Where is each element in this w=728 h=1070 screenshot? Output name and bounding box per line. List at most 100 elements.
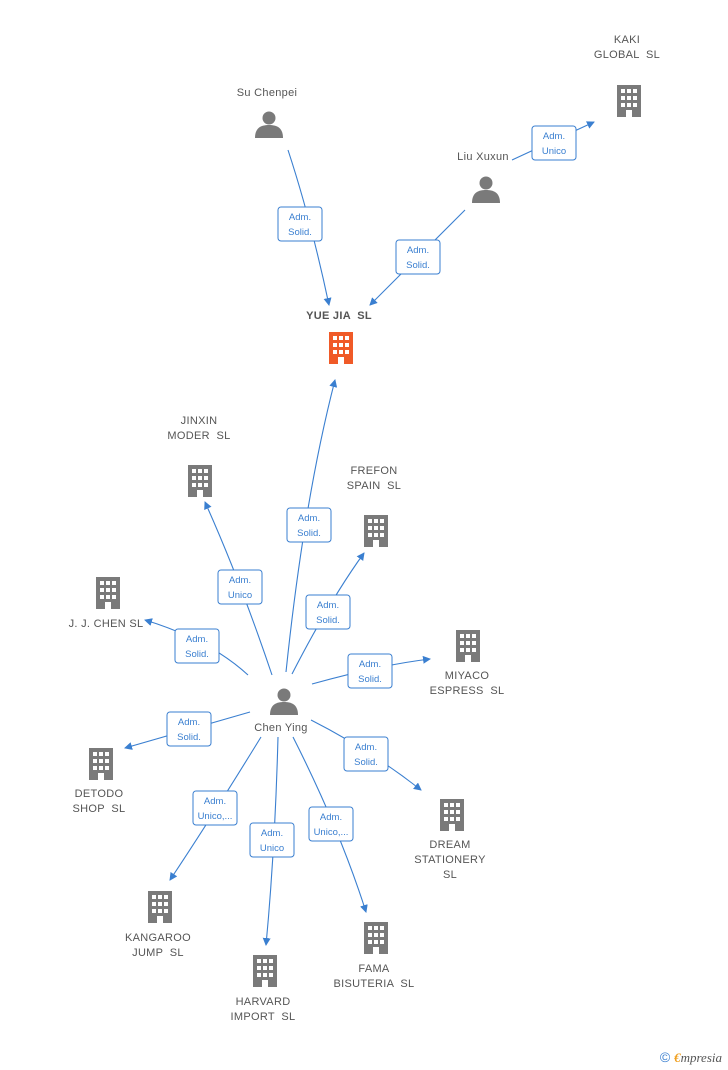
- edge-label-box[interactable]: [217, 569, 263, 605]
- edge-label-text: Unico,...: [314, 827, 349, 838]
- node-label[interactable]: IMPORT SL: [231, 1011, 296, 1023]
- edge-label-box[interactable]: [305, 594, 351, 630]
- node-label[interactable]: YUE JIA SL: [306, 310, 372, 322]
- person-node-chen[interactable]: Chen Ying: [254, 688, 307, 735]
- node-label[interactable]: DREAM: [429, 839, 470, 851]
- edge-label-text: Adm.: [261, 828, 283, 839]
- company-node-harvard[interactable]: HARVARD IMPORT SL: [231, 955, 296, 1023]
- person-icon[interactable]: [270, 688, 298, 716]
- company-node-jjchen[interactable]: J. J. CHEN SL: [69, 577, 144, 630]
- person-node-liu[interactable]: Liu Xuxun: [457, 151, 509, 203]
- edge-label-box[interactable]: [166, 711, 212, 747]
- edge-label-box[interactable]: [286, 507, 332, 543]
- building-icon[interactable]: [456, 630, 480, 662]
- company-node-frefon[interactable]: FREFON SPAIN SL: [347, 465, 401, 547]
- edge-label-text: Adm.: [178, 717, 200, 728]
- building-icon[interactable]: [96, 577, 120, 609]
- edge-label-text: Adm.: [289, 212, 311, 223]
- building-icon[interactable]: [148, 891, 172, 923]
- edge-chen-kangaroo: Adm. Unico,...: [169, 736, 262, 881]
- node-label[interactable]: Chen Ying: [254, 722, 307, 734]
- node-label[interactable]: STATIONERY: [414, 854, 486, 866]
- node-label[interactable]: GLOBAL SL: [594, 49, 660, 61]
- node-label[interactable]: MODER SL: [167, 430, 230, 442]
- node-label[interactable]: JUMP SL: [132, 947, 184, 959]
- node-label[interactable]: SL: [443, 869, 457, 881]
- node-label[interactable]: J. J. CHEN SL: [69, 618, 144, 630]
- node-label[interactable]: FREFON: [350, 465, 397, 477]
- node-label[interactable]: HARVARD: [236, 996, 291, 1008]
- building-icon[interactable]: [617, 85, 641, 117]
- edge-label-box[interactable]: [174, 628, 220, 664]
- edge-chen-harvard: Adm. Unico: [249, 736, 295, 946]
- edge-label-text: Adm.: [298, 513, 320, 524]
- building-icon[interactable]: [253, 955, 277, 987]
- edge-label-text: Solid.: [177, 732, 201, 743]
- node-label[interactable]: DETODO: [75, 788, 124, 800]
- edge-label-text: Adm.: [317, 600, 339, 611]
- person-icon[interactable]: [255, 111, 283, 139]
- edge-label-text: Solid.: [354, 757, 378, 768]
- edge-chen-detodo: Adm. Solid.: [124, 711, 251, 750]
- company-node-jinxin[interactable]: JINXIN MODER SL: [167, 415, 230, 497]
- edge-chen-frefon: Adm.Solid.: [291, 552, 365, 675]
- node-label[interactable]: Su Chenpei: [237, 87, 298, 99]
- edge-label-text: Unico: [228, 590, 252, 601]
- company-node-miyaco[interactable]: MIYACO ESPRESS SL: [430, 630, 505, 697]
- edge-chen-jinxin: Adm.Unico: [204, 501, 273, 676]
- copyright-icon: ©: [659, 1049, 671, 1065]
- person-node-su[interactable]: Su Chenpei: [237, 87, 298, 138]
- node-label[interactable]: Liu Xuxun: [457, 151, 509, 163]
- edge-label-text: Adm.: [355, 742, 377, 753]
- edge-label-text: Unico: [260, 843, 284, 854]
- edge-label-text: Solid.: [406, 260, 430, 271]
- node-label[interactable]: JINXIN: [181, 415, 218, 427]
- edge-label-box[interactable]: [192, 790, 238, 826]
- building-icon[interactable]: [440, 799, 464, 831]
- edge-label-box[interactable]: [395, 239, 441, 275]
- edge-chen-miyaco: Adm. Solid.: [311, 653, 431, 689]
- company-node-dream[interactable]: DREAM STATIONERY SL: [414, 799, 486, 881]
- node-label[interactable]: KANGAROO: [125, 932, 191, 944]
- building-icon[interactable]: [329, 332, 353, 364]
- edge-label-text: Unico,...: [198, 811, 233, 822]
- edge-label-text: Adm.: [204, 796, 226, 807]
- edge-label-text: Solid.: [185, 649, 209, 660]
- edge-liu-yue: Adm.Solid.: [369, 209, 466, 306]
- node-label[interactable]: SHOP SL: [73, 803, 126, 815]
- edge-liu-kaki: Adm. Unico: [511, 121, 595, 161]
- node-label[interactable]: SPAIN SL: [347, 480, 401, 492]
- edge-label-text: Solid.: [358, 674, 382, 685]
- person-icon[interactable]: [472, 176, 500, 204]
- edge-label-box[interactable]: [308, 806, 354, 842]
- edge-label-text: Adm.: [320, 812, 342, 823]
- company-node-yue[interactable]: YUE JIA SL: [306, 310, 372, 364]
- edge-label-text: Unico: [542, 146, 566, 157]
- company-node-fama[interactable]: FAMA BISUTERIA SL: [334, 922, 415, 990]
- edge-label-box[interactable]: [343, 736, 389, 772]
- edge-label-box[interactable]: [249, 822, 295, 858]
- node-label[interactable]: MIYACO: [445, 670, 490, 682]
- brand-logo: €mpresia: [674, 1050, 722, 1065]
- edge-label-box[interactable]: [347, 653, 393, 689]
- edge-chen-dream: Adm. Solid.: [310, 719, 422, 791]
- edge-label-text: Solid.: [288, 227, 312, 238]
- building-icon[interactable]: [89, 748, 113, 780]
- node-label[interactable]: ESPRESS SL: [430, 685, 505, 697]
- building-icon[interactable]: [188, 465, 212, 497]
- node-label[interactable]: FAMA: [358, 963, 390, 975]
- edge-label-text: Adm.: [543, 131, 565, 142]
- company-node-kangaroo[interactable]: KANGAROO JUMP SL: [125, 891, 191, 959]
- edge-su-yue: Adm. Solid.: [277, 149, 332, 306]
- node-label[interactable]: BISUTERIA SL: [334, 978, 415, 990]
- edge-label-box[interactable]: [531, 125, 577, 161]
- building-icon[interactable]: [364, 922, 388, 954]
- edge-label-text: Adm.: [359, 659, 381, 670]
- node-label[interactable]: KAKI: [614, 34, 640, 46]
- company-node-detodo[interactable]: DETODO SHOP SL: [73, 748, 126, 815]
- building-icon[interactable]: [364, 515, 388, 547]
- company-node-kaki[interactable]: KAKI GLOBAL SL: [594, 34, 660, 117]
- copyright-footer: © €mpresia: [660, 1049, 722, 1066]
- edge-label-box[interactable]: [277, 206, 323, 242]
